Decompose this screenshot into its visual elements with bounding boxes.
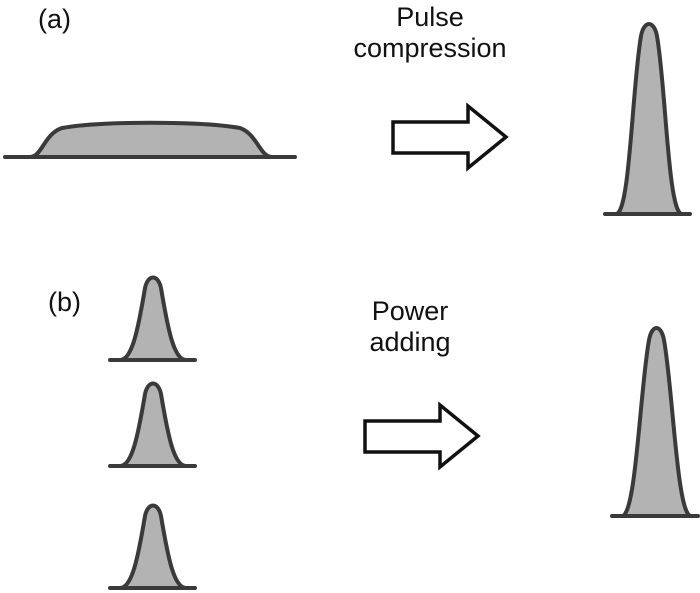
panel-a-label: (a) xyxy=(38,4,71,34)
input-pulse-3 xyxy=(108,503,197,590)
power-adding-arrow xyxy=(363,401,481,471)
compression-arrow xyxy=(391,102,509,172)
pulse-compression-caption: Pulse compression xyxy=(320,2,540,64)
panel-b-label: (b) xyxy=(48,287,81,317)
long-input-pulse xyxy=(3,120,297,159)
input-pulse-1 xyxy=(108,275,197,362)
pulse-compression-line2: compression xyxy=(353,33,507,63)
compressed-output-pulse xyxy=(603,22,692,216)
combined-output-pulse xyxy=(610,326,700,518)
pulse-compression-line1: Pulse xyxy=(396,2,464,32)
power-adding-line2: adding xyxy=(369,327,451,357)
input-pulse-2 xyxy=(108,381,197,468)
power-adding-line1: Power xyxy=(371,296,449,326)
power-adding-caption: Power adding xyxy=(330,296,490,358)
